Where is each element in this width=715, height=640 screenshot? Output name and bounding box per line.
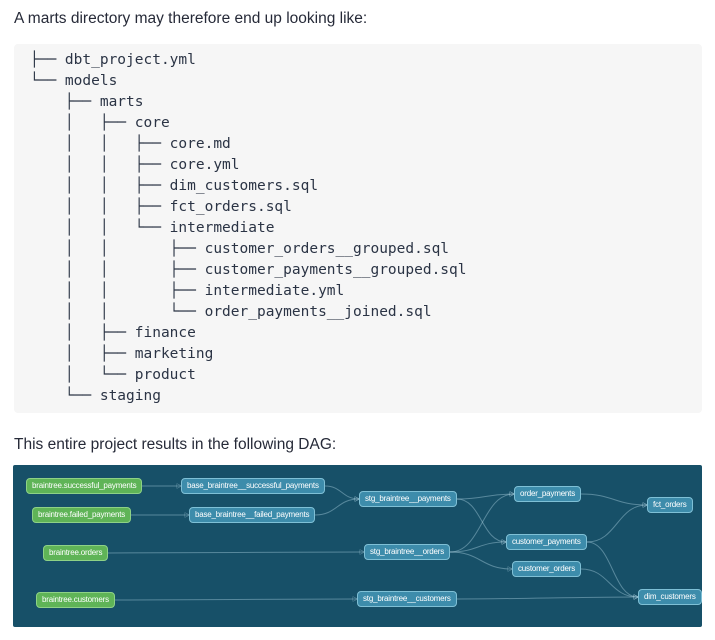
- dag-node-customer_orders: customer_orders: [512, 561, 582, 577]
- docs-page: A marts directory may therefore end up l…: [13, 10, 702, 627]
- dag-node-dim_customers: dim_customers: [638, 589, 702, 605]
- dag-node-braintree.customers: braintree.customers: [36, 592, 115, 608]
- dag-node-braintree.orders: braintree.orders: [43, 545, 109, 561]
- dag-image: braintree.successful_payments base_braint…: [13, 465, 702, 627]
- dag-node-stg_braintree__customers: stg_braintree__customers: [357, 591, 457, 607]
- dag-node-stg_braintree__orders: stg_braintree__orders: [364, 544, 451, 560]
- directory-tree-text: ├── dbt_project.yml └── models ├── marts…: [30, 52, 467, 404]
- dag-node-base_braintree__failed_payments: base_braintree__failed_payments: [189, 507, 316, 523]
- dag-paragraph: This entire project results in the follo…: [14, 436, 337, 453]
- dag-node-braintree.successful_payments: braintree.successful_payments: [26, 478, 143, 494]
- dag-node-customer_payments: customer_payments: [506, 534, 587, 550]
- dag-node-fct_orders: fct_orders: [647, 497, 693, 513]
- dag-node-stg_braintree__payments: stg_braintree__payments: [359, 491, 457, 507]
- directory-tree-code-block: ├── dbt_project.yml └── models ├── marts…: [14, 44, 702, 413]
- intro-paragraph: A marts directory may therefore end up l…: [14, 10, 368, 27]
- dag-node-order_payments: order_payments: [514, 486, 582, 502]
- dag-node-base_braintree__successful_payments: base_braintree__successful_payments: [181, 478, 325, 494]
- dag-node-braintree.failed_payments: braintree.failed_payments: [32, 507, 132, 523]
- dag-edges: [107, 465, 702, 627]
